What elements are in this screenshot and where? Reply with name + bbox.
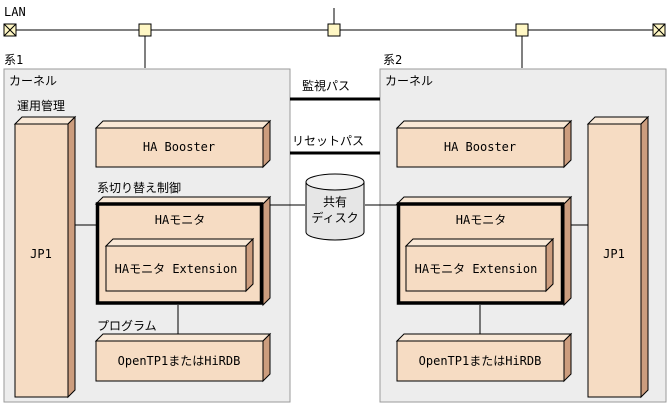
left-system-label: 系1 [4, 53, 23, 67]
db-right-label: OpenTP1またはHiRDB [419, 354, 542, 368]
jp1-left-box: JP1 [13, 115, 77, 399]
reset-path-label: リセットパス [292, 134, 364, 148]
ha-booster-right-label: HA Booster [444, 140, 516, 154]
ha-monitor-ext-right-box: HAモニタ Extension [404, 237, 555, 293]
ha-booster-left-box: HA Booster [94, 119, 272, 169]
jp1-right-box: JP1 [586, 115, 650, 399]
lan-terminator-left-icon [3, 23, 17, 37]
shared-disk-icon: 共有 ディスク [305, 173, 365, 241]
right-kernel-label: カーネル [385, 74, 433, 88]
lan-node-icon [138, 23, 152, 37]
shared-disk-label-2: ディスク [311, 210, 358, 225]
lan-nodes [138, 8, 529, 68]
ha-monitor-ext-left-label: HAモニタ Extension [115, 262, 238, 276]
monitor-path-label: 監視パス [302, 78, 350, 93]
shared-disk-label-1: 共有 [323, 195, 347, 209]
lan-node-icon [327, 23, 341, 37]
ha-monitor-left-label: HAモニタ [155, 213, 205, 227]
jp1-right-label: JP1 [603, 247, 625, 261]
operation-mgmt-label: 運用管理 [17, 98, 65, 113]
lan-terminator-right-icon [652, 23, 666, 37]
db-right-box: OpenTP1またはHiRDB [395, 332, 573, 383]
jp1-left-label: JP1 [30, 247, 52, 261]
ha-monitor-right-label: HAモニタ [456, 213, 506, 227]
ha-monitor-ext-left-box: HAモニタ Extension [104, 237, 255, 293]
db-left-box: OpenTP1またはHiRDB [94, 332, 272, 383]
left-kernel-label: カーネル [9, 74, 57, 88]
switch-control-label: 系切り替え制御 [97, 180, 181, 195]
ha-booster-right-box: HA Booster [395, 119, 573, 169]
db-left-label: OpenTP1またはHiRDB [118, 354, 241, 368]
ha-monitor-ext-right-label: HAモニタ Extension [415, 262, 538, 276]
right-system-label: 系2 [383, 53, 402, 67]
ha-booster-left-label: HA Booster [143, 140, 215, 154]
lan-node-icon [515, 23, 529, 37]
program-label: プログラム [97, 319, 157, 333]
lan-label: LAN [4, 5, 26, 19]
